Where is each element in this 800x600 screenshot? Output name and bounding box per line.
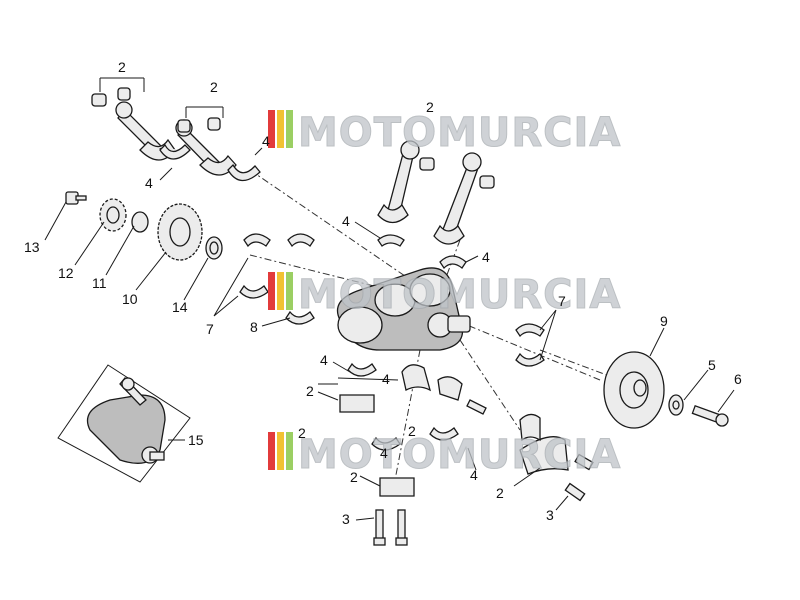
callout-12: 12	[58, 265, 74, 281]
timing-gears	[99, 198, 223, 261]
crankshaft	[336, 267, 471, 351]
callout-8: 8	[250, 319, 258, 335]
callout-4: 4	[320, 352, 328, 368]
callout-10: 10	[122, 291, 138, 307]
callout-4: 4	[380, 445, 388, 461]
watermark-text: MOTOMURCIA	[298, 110, 621, 156]
callout-4: 4	[342, 213, 350, 229]
bolts	[65, 191, 729, 546]
bearing-shells-upper	[159, 143, 315, 325]
callout-2: 2	[350, 469, 358, 485]
callout-labels: 2 2 2 4 4 4 4 13 12 11 10 14 7 8 7 9 5 6…	[24, 59, 742, 527]
watermark-3: MOTOMURCIA	[268, 432, 621, 479]
callout-2: 2	[118, 59, 126, 75]
callout-7: 7	[206, 321, 214, 337]
callout-2: 2	[298, 425, 306, 441]
callout-4: 4	[262, 133, 270, 149]
callout-4: 4	[382, 371, 390, 387]
callout-4: 4	[482, 249, 490, 265]
callout-4: 4	[145, 175, 153, 191]
callout-3: 3	[546, 507, 554, 523]
callout-5: 5	[708, 357, 716, 373]
callout-15: 15	[188, 432, 204, 448]
callout-13: 13	[24, 239, 40, 255]
watermark-text: MOTOMURCIA	[298, 272, 621, 318]
watermark-2: MOTOMURCIA	[268, 272, 621, 319]
connecting-rods-top-right	[377, 140, 495, 270]
callout-2: 2	[210, 79, 218, 95]
rod-caps-bottom	[339, 376, 569, 497]
callout-2: 2	[306, 383, 314, 399]
callout-3: 3	[342, 511, 350, 527]
bearing-shells-center	[347, 323, 545, 392]
leader-lines	[44, 77, 735, 521]
connecting-rod-top-left	[91, 87, 187, 161]
callout-14: 14	[172, 299, 188, 315]
watermark-1: MOTOMURCIA	[268, 110, 621, 157]
callout-9: 9	[660, 313, 668, 329]
callout-2: 2	[426, 99, 434, 115]
flywheel	[603, 351, 684, 429]
callout-2: 2	[408, 423, 416, 439]
connecting-rod-top-left-2	[175, 117, 237, 176]
watermark-text: MOTOMURCIA	[298, 432, 621, 478]
callout-11: 11	[92, 275, 107, 291]
callout-7: 7	[558, 293, 566, 309]
callout-2: 2	[496, 485, 504, 501]
callout-6: 6	[734, 371, 742, 387]
callout-4: 4	[470, 467, 478, 483]
crankshaft-assembly-inset	[57, 364, 191, 483]
